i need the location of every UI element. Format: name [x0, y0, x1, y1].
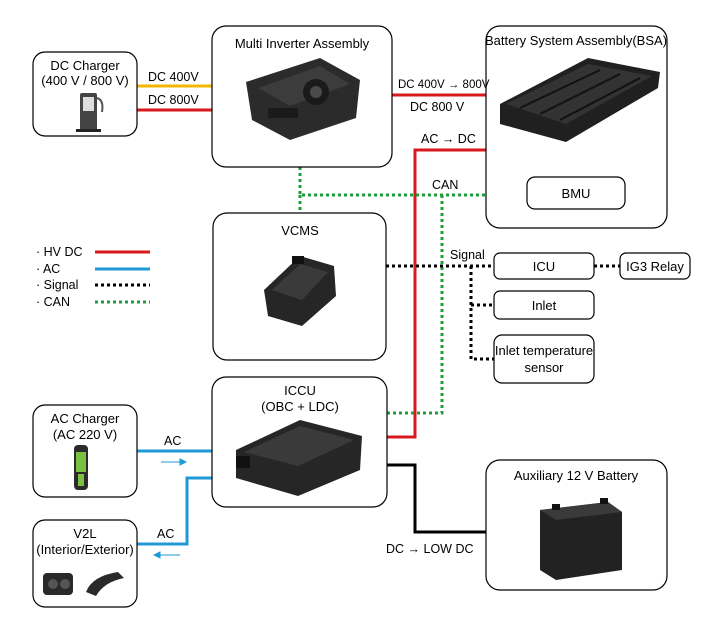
inlet-temp-box — [493, 334, 595, 384]
iccu-title: ICCU — [284, 383, 316, 398]
signal-inlet-bus — [469, 266, 494, 361]
bmu-box — [526, 176, 626, 210]
battery-pack-icon — [500, 58, 660, 142]
icu-title: ICU — [533, 259, 555, 274]
inverter-unit-icon — [246, 58, 360, 140]
legend-ac-label: · AC — [36, 262, 60, 276]
inlet-temp-subtitle: sensor — [524, 360, 564, 375]
low-dc-wire — [387, 463, 486, 534]
dc400-label: DC 400V — [148, 70, 199, 84]
bsa-title: Battery System Assembly(BSA) — [485, 33, 667, 48]
ig3-relay-box — [619, 252, 691, 280]
mia-title: Multi Inverter Assembly — [235, 36, 370, 51]
ac-out-arrow — [152, 551, 180, 559]
aux-battery-icon — [540, 498, 622, 580]
v2l-title: V2L — [73, 526, 96, 541]
legend-hvdc-label: · HV DC — [36, 245, 83, 259]
ac-charger-subtitle: (AC 220 V) — [53, 427, 117, 442]
ac-in-label: AC — [164, 434, 181, 448]
ac-charger-plug-icon — [74, 445, 88, 490]
dc-charger-station-icon — [76, 93, 104, 132]
dc-charger-subtitle: (400 V / 800 V) — [41, 73, 128, 88]
bmu-title: BMU — [562, 186, 591, 201]
icu-box — [493, 252, 595, 280]
ig3-relay-title: IG3 Relay — [626, 259, 684, 274]
inlet-title: Inlet — [532, 298, 557, 313]
vcms-title: VCMS — [281, 223, 319, 238]
iccu-bsa-wire — [387, 148, 486, 439]
legend: · HV DC · AC · Signal · CAN — [36, 245, 150, 309]
inlet-box — [493, 290, 595, 320]
can-label: CAN — [432, 178, 458, 192]
dc-low-label: DC → LOW DC — [386, 542, 474, 556]
v2l-outlet-icon — [43, 572, 124, 596]
ac-dc-label: AC → DC — [421, 132, 476, 146]
ac-charger-title: AC Charger — [51, 411, 120, 426]
v2l-wire — [137, 476, 212, 546]
iccu-subtitle: (OBC + LDC) — [261, 399, 339, 414]
legend-signal-label: · Signal — [36, 278, 78, 292]
aux-battery-title: Auxiliary 12 V Battery — [514, 468, 639, 483]
vcms-module-icon — [264, 256, 336, 326]
boost-bottom-label: DC 800 V — [410, 100, 465, 114]
dc800-label: DC 800V — [148, 93, 199, 107]
dc-charger-title: DC Charger — [50, 58, 120, 73]
boost-top-label: DC 400V → 800V — [398, 79, 490, 91]
can-bus-iccu — [387, 195, 444, 415]
inlet-temp-title: Inlet temperature — [495, 343, 593, 358]
legend-can-label: · CAN — [36, 295, 70, 309]
signal-label: Signal — [450, 248, 485, 262]
v2l-subtitle: (Interior/Exterior) — [36, 542, 134, 557]
iccu-module-icon — [236, 420, 362, 496]
ac-out-label: AC — [157, 527, 174, 541]
ac-in-arrow — [161, 458, 188, 466]
